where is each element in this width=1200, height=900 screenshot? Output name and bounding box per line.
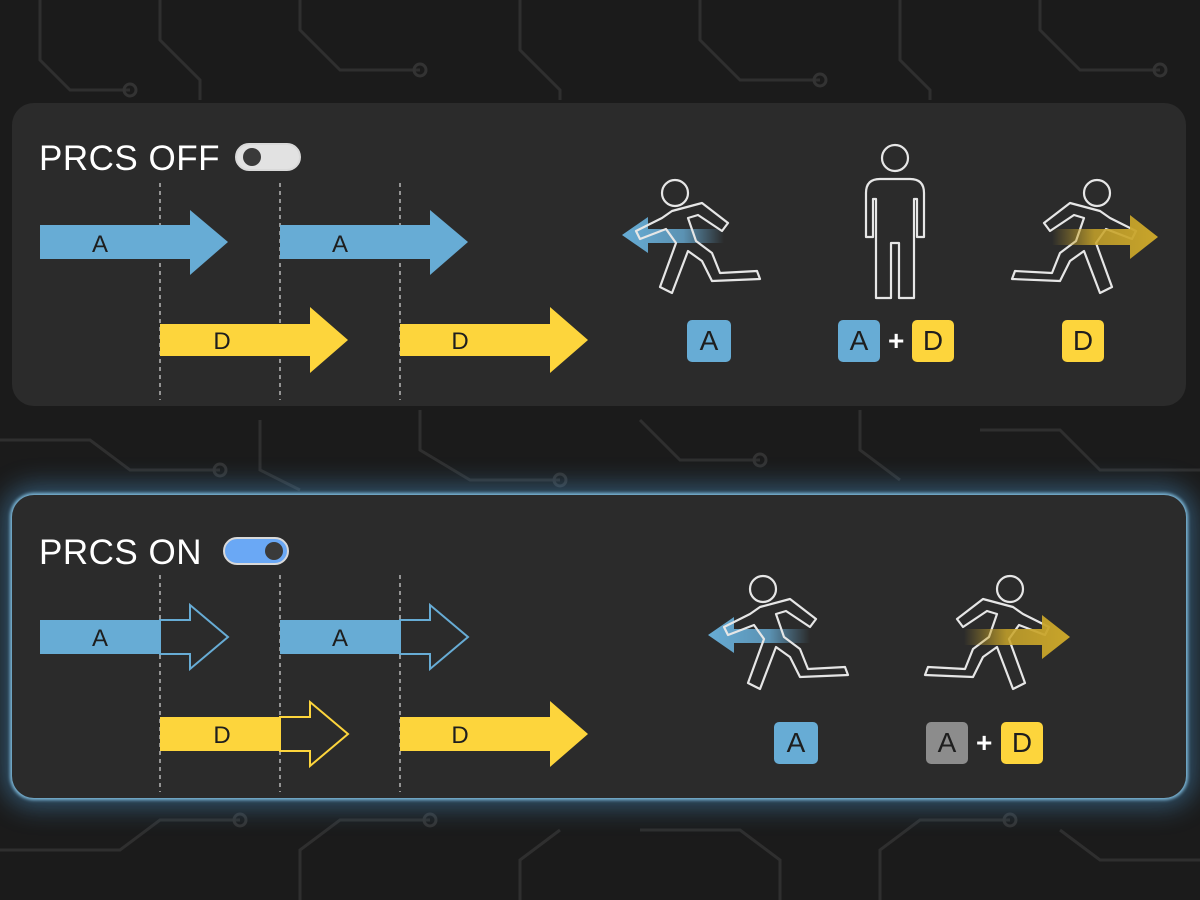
result-badge-a: A bbox=[838, 320, 880, 362]
panel-title: PRCS ON bbox=[39, 533, 202, 572]
plus-sign: + bbox=[888, 325, 905, 356]
running-right-icon bbox=[1010, 178, 1158, 295]
panel-title: PRCS OFF bbox=[39, 139, 220, 178]
arrow-d-2 bbox=[400, 307, 588, 373]
arrow-a-2-head bbox=[399, 602, 470, 672]
arrow-a-1-head bbox=[159, 602, 230, 672]
arrow-a-2 bbox=[280, 210, 468, 275]
arrow-d-2-label: D bbox=[451, 328, 468, 355]
toggle-knob bbox=[265, 542, 283, 560]
toggle-knob bbox=[243, 148, 261, 166]
timing-diagram-on: A A D D bbox=[40, 574, 1070, 792]
arrow-d-1-label: D bbox=[213, 722, 230, 749]
result-badge-a-inactive: A bbox=[926, 722, 968, 764]
timing-diagram-off: A A D D bbox=[40, 143, 1158, 400]
arrow-a-2-label: A bbox=[332, 231, 348, 258]
arrow-d-1-head bbox=[279, 699, 350, 769]
arrow-a-1-label: A bbox=[92, 625, 108, 652]
result-badge-d: D bbox=[1001, 722, 1043, 764]
prcs-toggle-off[interactable] bbox=[235, 143, 301, 171]
running-right-icon bbox=[923, 574, 1070, 691]
arrow-a-2-body bbox=[280, 620, 400, 654]
arrow-a-2-label: A bbox=[332, 625, 348, 652]
running-left-icon bbox=[708, 574, 850, 691]
result-badge-a: A bbox=[687, 320, 731, 362]
result-badge-a: A bbox=[774, 722, 818, 764]
result-badge-d: D bbox=[912, 320, 954, 362]
prcs-toggle-on[interactable] bbox=[223, 537, 289, 565]
arrow-d-1 bbox=[160, 307, 348, 373]
arrow-a-1-label: A bbox=[92, 231, 108, 258]
arrow-d-1-label: D bbox=[213, 328, 230, 355]
arrow-d-2-label: D bbox=[451, 722, 468, 749]
standing-person-icon bbox=[864, 143, 926, 300]
panel-prcs-on: PRCS ON A A D D bbox=[12, 495, 1186, 798]
plus-sign: + bbox=[976, 727, 993, 758]
arrow-a-1-body bbox=[40, 620, 160, 654]
running-left-icon bbox=[622, 178, 762, 295]
arrow-a-1 bbox=[40, 210, 228, 275]
result-badge-d: D bbox=[1062, 320, 1104, 362]
arrow-d-1-body bbox=[160, 717, 280, 751]
arrow-d-2 bbox=[400, 701, 588, 767]
panel-prcs-off: PRCS OFF A A D D bbox=[12, 103, 1186, 406]
